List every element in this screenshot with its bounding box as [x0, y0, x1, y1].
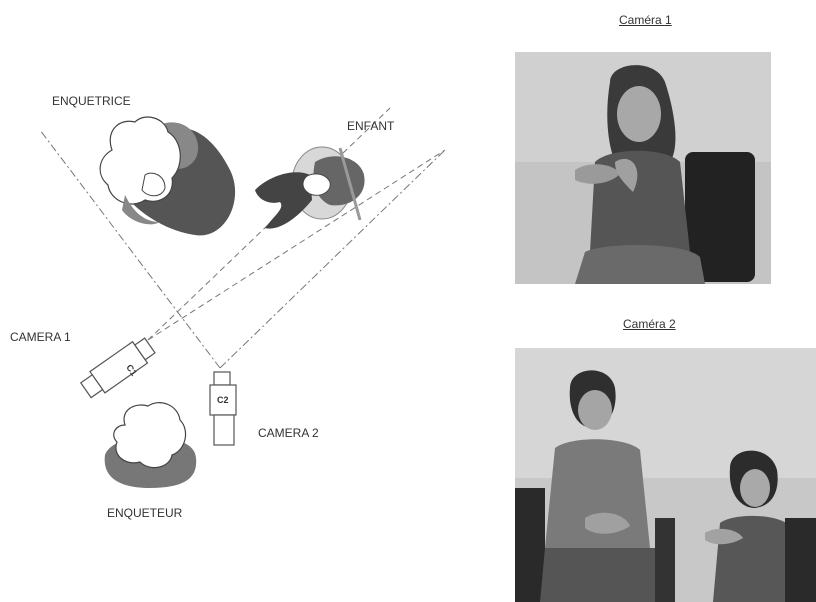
caption-camera-2: Caméra 2 — [623, 317, 676, 331]
camera-2-grip — [213, 414, 235, 446]
camera-2-tag: C2 — [217, 395, 229, 405]
cam1-sightline-right — [147, 149, 446, 341]
camera-1-lens — [134, 337, 156, 361]
cam2-sightline-left — [39, 129, 221, 369]
enquetrice-arm — [122, 195, 160, 225]
enfant-hands — [302, 173, 331, 196]
enqueteur-figure — [104, 402, 197, 488]
cam1-sightline-left — [147, 107, 391, 341]
camera-2-device[interactable]: C2 — [209, 371, 237, 446]
camera-sightlines — [39, 107, 446, 369]
cam2-sightline-right — [219, 149, 446, 369]
enfant-chair-bar — [338, 147, 362, 221]
camera-1-viewfinder — [79, 373, 104, 399]
label-enqueteur: ENQUETEUR — [107, 506, 183, 520]
enqueteur-hair — [113, 402, 187, 469]
label-enquetrice: ENQUETRICE — [52, 94, 131, 108]
enfant-figure — [255, 146, 365, 229]
label-camera-2: CAMERA 2 — [258, 426, 319, 440]
photo-camera-2 — [515, 348, 816, 602]
photo-camera-1 — [515, 52, 771, 284]
enfant-legs — [255, 172, 312, 229]
enquetrice-figure — [99, 116, 236, 236]
caption-camera-1: Caméra 1 — [619, 13, 672, 27]
camera-1-device[interactable]: C1 — [79, 335, 159, 403]
label-camera-1: CAMERA 1 — [10, 330, 71, 344]
label-enfant: ENFANT — [347, 119, 395, 133]
camera-2-body — [209, 384, 237, 416]
enquetrice-hand — [141, 172, 166, 197]
camera-2-lens — [213, 371, 231, 386]
